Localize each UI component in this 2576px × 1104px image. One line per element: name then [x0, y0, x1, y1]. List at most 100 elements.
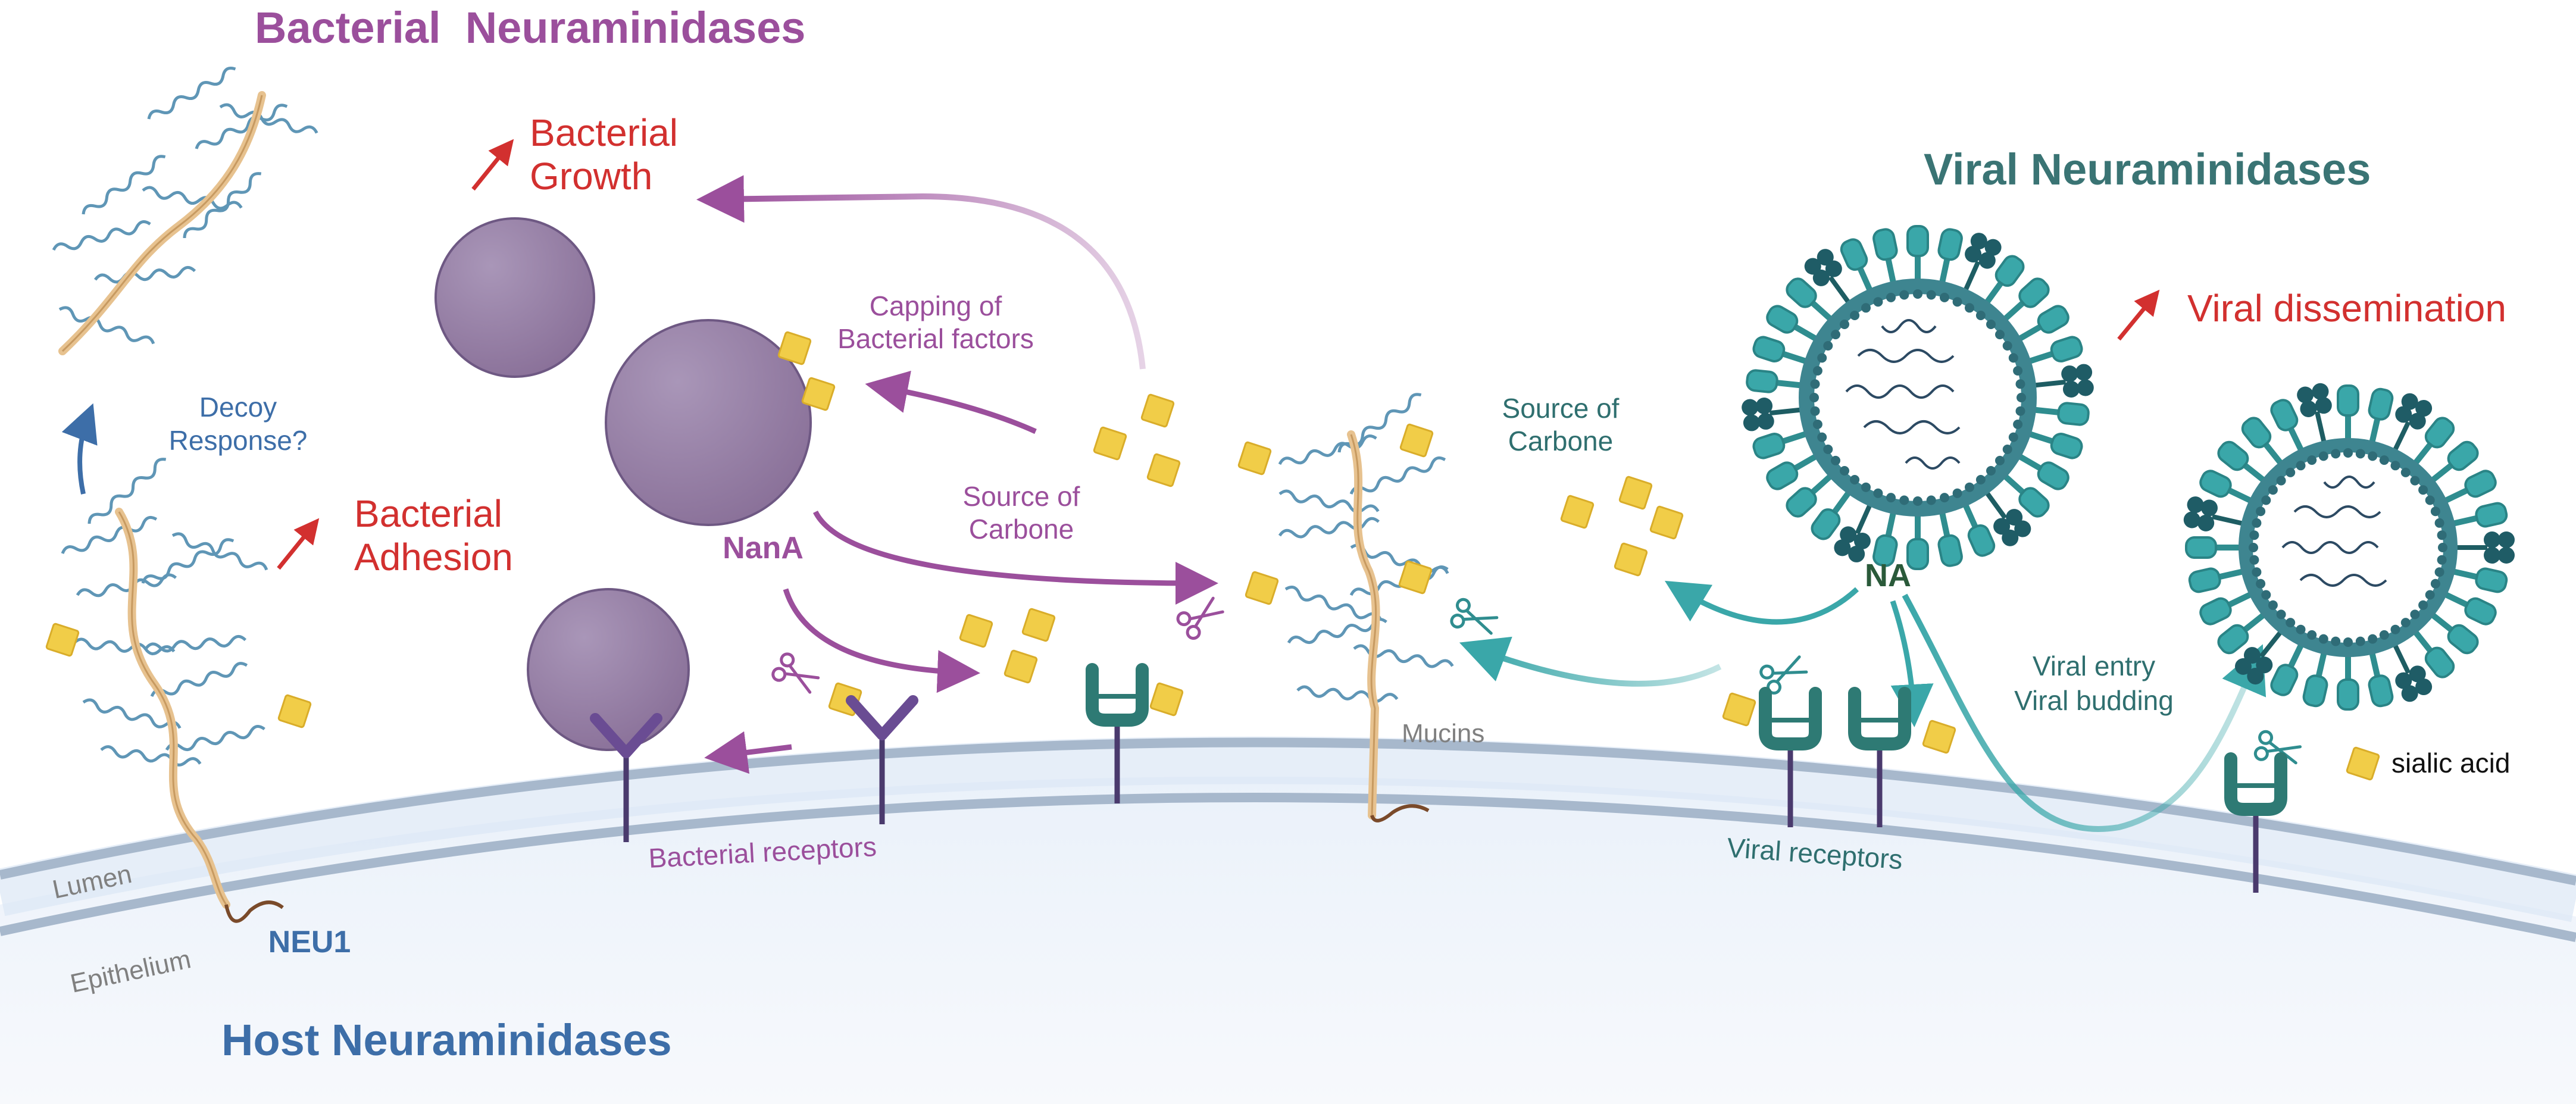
- growth-arrow: [696, 175, 1146, 370]
- title-host: Host Neuraminidases: [221, 1015, 672, 1065]
- matrix-bead: [1817, 353, 1827, 363]
- source-viral-line1: Source of: [1502, 393, 1620, 424]
- matrix-bead: [1995, 455, 2005, 465]
- matrix-bead: [2256, 578, 2266, 589]
- matrix-bead: [2276, 609, 2286, 620]
- matrix-bead: [1850, 311, 1860, 320]
- outcome-growth-line2: Growth: [530, 155, 652, 198]
- matrix-bead: [2008, 432, 2018, 442]
- matrix-bead: [1809, 393, 1819, 402]
- viral-cleave-arrow: [1459, 636, 1722, 687]
- matrix-bead: [2400, 467, 2411, 477]
- matrix-bead: [2368, 634, 2378, 644]
- growth-up-arrow: [471, 139, 514, 191]
- matrix-bead: [2008, 353, 2018, 363]
- matrix-bead: [2418, 485, 2428, 495]
- matrix-bead: [1823, 341, 1833, 351]
- ha-spike: [2338, 386, 2358, 445]
- viral-entry-arrow: [1902, 593, 2266, 832]
- scissors-icon: [771, 652, 821, 698]
- matrix-bead: [2307, 630, 2317, 640]
- matrix-bead: [2390, 624, 2400, 634]
- matrix-bead: [1940, 292, 1949, 302]
- matrix-bead: [1831, 330, 1840, 340]
- matrix-bead: [2425, 590, 2435, 600]
- na-spike: [2027, 363, 2094, 402]
- matrix-bead: [2286, 467, 2296, 477]
- matrix-bead: [1812, 420, 1822, 429]
- adhesion-up-arrow: [277, 518, 320, 570]
- matrix-bead: [1886, 292, 1896, 302]
- receptor-cleave-arrow: [1890, 600, 1934, 727]
- matrix-bead: [2002, 341, 2012, 351]
- mucins-label: Mucins: [1402, 719, 1484, 748]
- matrix-bead: [1840, 320, 1849, 329]
- carbone-arrow-bacterial: [812, 510, 1218, 605]
- matrix-bead: [2379, 630, 2389, 640]
- matrix-bead: [2331, 449, 2341, 459]
- mucin-glycoprotein: [1237, 392, 1453, 822]
- matrix-bead: [2318, 451, 2328, 461]
- matrix-bead: [2249, 555, 2259, 565]
- decoy-glycoprotein-upper: [52, 65, 318, 355]
- outcome-viral-dissemination: Viral dissemination: [2187, 287, 2506, 330]
- title-viral: Viral Neuraminidases: [1924, 145, 2371, 194]
- matrix-bead: [1899, 290, 1909, 300]
- matrix-bead: [2276, 476, 2286, 486]
- ha-spike: [2186, 537, 2246, 558]
- matrix-bead: [2425, 495, 2435, 505]
- matrix-bead: [2434, 567, 2444, 577]
- matrix-bead: [2368, 451, 2378, 461]
- outcome-adhesion-line1: Bacterial: [354, 492, 502, 535]
- matrix-bead: [2331, 636, 2341, 646]
- adhesion-arrow: [704, 731, 792, 774]
- bacterium-nana: [605, 319, 812, 526]
- matrix-bead: [2379, 455, 2389, 465]
- nana-label: NanA: [723, 531, 804, 565]
- outcome-adhesion-line2: Adhesion: [354, 536, 513, 578]
- matrix-bead: [2015, 406, 2025, 416]
- matrix-bead: [1995, 330, 2005, 340]
- matrix-bead: [1926, 290, 1936, 300]
- matrix-bead: [2410, 609, 2420, 620]
- matrix-bead: [1975, 475, 1986, 484]
- matrix-bead: [2430, 578, 2440, 589]
- matrix-bead: [1965, 482, 1974, 492]
- matrix-bead: [2252, 567, 2262, 577]
- matrix-bead: [1850, 475, 1860, 484]
- decoy-arrow: [61, 403, 98, 495]
- nana-release-arrow: [783, 588, 980, 693]
- carbone-arrow-viral: [1664, 580, 1859, 625]
- ha-spike: [2338, 650, 2358, 709]
- outcome-growth-line1: Bacterial: [530, 111, 678, 154]
- matrix-bead: [2343, 637, 2353, 647]
- matrix-bead: [1810, 406, 1820, 416]
- matrix-bead: [2017, 393, 2026, 402]
- matrix-bead: [1952, 488, 1962, 498]
- virion-large: [1741, 226, 2094, 569]
- matrix-bead: [2286, 618, 2296, 628]
- capping-label-line2: Bacterial factors: [837, 323, 1034, 354]
- matrix-bead: [1899, 495, 1909, 505]
- dissemination-up-arrow: [2117, 289, 2160, 341]
- matrix-bead: [1823, 445, 1833, 454]
- matrix-bead: [2410, 476, 2420, 486]
- capping-label-line1: Capping of: [870, 290, 1002, 321]
- matrix-bead: [2015, 379, 2025, 389]
- na-spike: [1741, 393, 1808, 432]
- matrix-bead: [2400, 618, 2411, 628]
- viral-entry-line1: Viral entry: [2033, 650, 2155, 681]
- matrix-bead: [2013, 366, 2023, 376]
- bacterium-adherent: [527, 588, 690, 751]
- matrix-bead: [2307, 455, 2317, 465]
- matrix-bead: [1952, 297, 1962, 307]
- virion-small: [2182, 381, 2515, 709]
- viral-entry-line2: Viral budding: [2014, 685, 2174, 716]
- na-spike: [2450, 531, 2515, 564]
- sialic-acid-legend-icon: [2345, 746, 2381, 781]
- matrix-bead: [2296, 461, 2306, 471]
- matrix-bead: [2268, 485, 2278, 495]
- matrix-bead: [1913, 289, 1922, 299]
- matrix-bead: [2296, 624, 2306, 634]
